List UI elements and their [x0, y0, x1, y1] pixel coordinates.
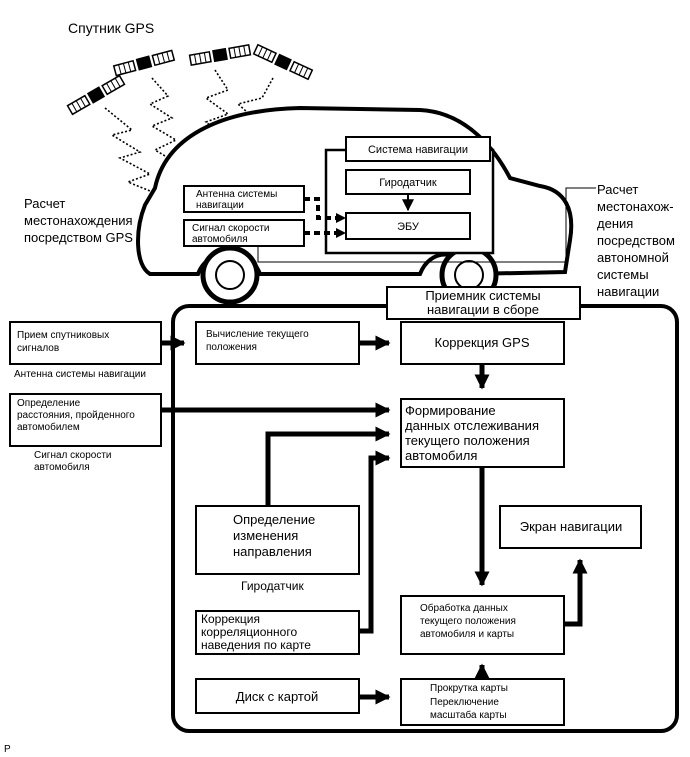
satellite-signal-label-1: Прием спутниковых	[17, 330, 109, 341]
receiver-title-2: навигации в сборе	[427, 302, 539, 317]
antenna-box	[183, 185, 305, 213]
arrow-processing-to-screen	[564, 558, 588, 627]
corner-mark: P	[4, 744, 11, 755]
nav-system-header	[345, 136, 491, 162]
map-correction-label-3: наведения по карте	[201, 638, 311, 652]
distance-label-1: Определение	[17, 398, 81, 409]
direction-box	[195, 505, 360, 575]
calc-position-box	[195, 321, 360, 365]
speed-caption-1: Сигнал скорости	[34, 450, 112, 461]
tracking-label-2: данных отслеживания	[405, 418, 539, 433]
gps-calc-caption-3: посредством GPS	[24, 230, 133, 245]
processing-label-1: Обработка данных	[420, 602, 508, 614]
calc-position-label-1: Вычисление текущего	[206, 329, 309, 340]
tracking-box	[400, 398, 565, 468]
bracket-line	[257, 187, 596, 263]
speed-signal-label-1: Сигнал скорости	[192, 223, 270, 234]
antenna-caption: Антенна системы навигации	[14, 369, 146, 380]
speed-signal-box	[183, 219, 305, 247]
auto-calc-caption-1: Расчет	[597, 182, 638, 197]
satellite-icon	[252, 43, 314, 81]
direction-label-1: Определение	[233, 512, 315, 527]
gyro-label: Гиродатчик	[379, 177, 437, 189]
tracking-label-1: Формирование	[405, 403, 496, 418]
satellite-icon	[66, 74, 126, 116]
auto-calc-caption-2: местонахож-	[597, 199, 674, 214]
antenna-label-2: навигации	[196, 200, 244, 211]
scroll-label-3: масштаба карты	[430, 709, 507, 721]
map-disc-box	[195, 678, 360, 714]
nav-system-label: Система навигации	[368, 144, 468, 156]
map-correction-label-1: Коррекция	[201, 612, 260, 626]
direction-label-3: направления	[233, 544, 312, 559]
receiver-title-1: Приемник системы	[425, 288, 540, 303]
speed-signal-label-2: автомобиля	[192, 233, 248, 245]
speed-caption-2: автомобиля	[34, 461, 90, 473]
gyro-box	[345, 169, 471, 195]
auto-calc-caption-3: дения	[597, 216, 633, 231]
calc-position-label-2: положения	[206, 342, 257, 353]
antenna-label-1: Антенна системы	[196, 189, 277, 200]
dashed-arrows	[304, 197, 338, 235]
processing-label-2: текущего положения	[420, 616, 516, 627]
ecu-box	[345, 212, 471, 240]
gps-calc-caption-2: местонахождения	[24, 213, 133, 228]
satellite-label: Спутник GPS	[68, 20, 154, 36]
tracking-label-4: автомобиля	[405, 448, 477, 463]
satellite-signal-box	[9, 321, 162, 365]
nav-screen-label: Экран навигации	[520, 519, 623, 534]
gps-calc-caption-1: Расчет	[24, 196, 65, 211]
receiver-title-box	[386, 286, 581, 320]
ecu-label: ЭБУ	[397, 221, 420, 233]
gps-correction-label: Коррекция GPS	[435, 335, 530, 350]
auto-calc-caption-5: автономной	[597, 250, 669, 265]
distance-label-3: автомобилем	[17, 421, 80, 433]
distance-box	[9, 393, 162, 447]
satellite-icon	[112, 49, 176, 77]
satellite-signal-label-2: сигналов	[17, 343, 59, 354]
scroll-label-2: Переключение	[430, 697, 499, 708]
car-wheel-icon	[200, 245, 260, 305]
gyro-caption: Гиродатчик	[241, 579, 304, 593]
satellite-icon	[188, 43, 252, 67]
tracking-label-3: текущего положения	[405, 433, 530, 448]
arrow-mapcorr-to-tracking	[359, 450, 391, 634]
arrow-direction-to-tracking	[265, 426, 391, 506]
gps-correction-box	[400, 321, 565, 365]
auto-calc-caption-4: посредством	[597, 233, 675, 248]
processing-label-3: автомобиля и карты	[420, 628, 514, 640]
map-correction-label-2: корреляционного	[201, 625, 297, 639]
map-disc-label: Диск с картой	[236, 689, 318, 704]
distance-label-2: расстояния, пройденного	[17, 410, 135, 421]
nav-screen-box	[499, 505, 642, 549]
direction-label-2: изменения	[233, 528, 298, 543]
processing-box	[400, 595, 565, 655]
scroll-label-1: Прокрутка карты	[430, 683, 508, 694]
auto-calc-caption-6: системы	[597, 267, 649, 282]
auto-calc-caption-7: навигации	[597, 284, 659, 299]
